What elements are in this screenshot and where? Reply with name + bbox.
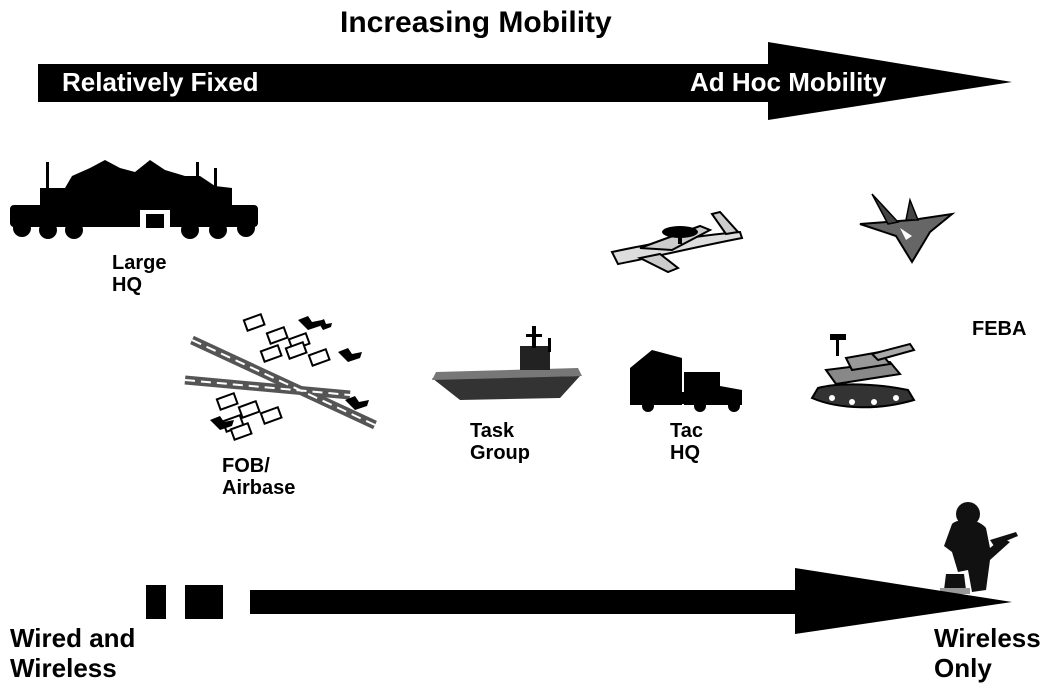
label-fob-airbase: FOB/ Airbase: [222, 455, 296, 500]
truck-convoy-icon: [10, 160, 258, 239]
label-feba: FEBA: [972, 318, 1027, 340]
label-relatively-fixed: Relatively Fixed: [62, 67, 259, 97]
airbase-icon: [184, 312, 377, 441]
label-wired-and-wireless: Wired and Wireless: [10, 623, 136, 683]
wired-segment-large: [185, 585, 223, 619]
page-title: Increasing Mobility: [340, 6, 612, 39]
label-large-hq: Large HQ: [112, 252, 167, 297]
label-wireless-only: Wireless Only: [934, 623, 1041, 683]
wireless-arrow: [250, 568, 1012, 634]
label-task-group: Task Group: [470, 420, 530, 465]
mobility-arrow: [38, 42, 1012, 120]
label-tac-hq: Tac HQ: [670, 420, 703, 465]
label-ad-hoc-mobility: Ad Hoc Mobility: [690, 67, 887, 97]
wired-segment-small: [146, 585, 166, 619]
awacs-plane-icon: [610, 210, 744, 274]
truck-icon: [630, 350, 742, 412]
connectivity-arrow: [146, 568, 1012, 634]
fighter-jet-icon: [859, 193, 956, 264]
tank-icon: [810, 334, 916, 409]
ship-icon: [432, 326, 582, 400]
soldier-icon: [940, 502, 1018, 594]
